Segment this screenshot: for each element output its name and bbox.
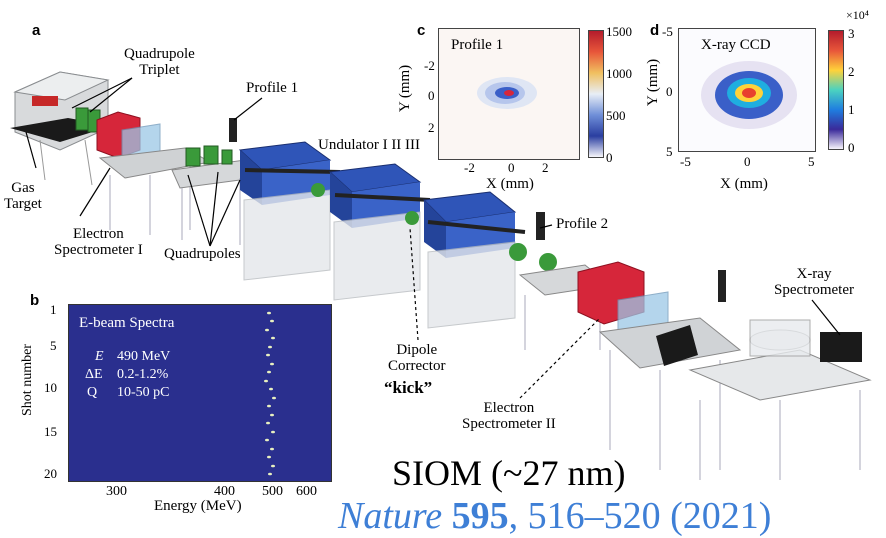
b-ytick: 1 (50, 302, 57, 317)
b-ytick: 20 (44, 466, 57, 481)
c-cbar-tick: 0 (606, 150, 613, 165)
label-undulator: Undulator I II III (318, 137, 421, 153)
d-cbar-tick: 1 (848, 102, 855, 117)
c-cbar-tick: 1000 (606, 66, 632, 81)
quadrupole-triplet (75, 107, 101, 133)
d-xtick: 0 (744, 154, 751, 169)
spectra-de-value: 0.2-1.2% (117, 367, 169, 382)
spectra-title: E-beam Spectra (79, 315, 175, 331)
xray-spectrometer (688, 270, 872, 480)
electron-spectrometer-1 (96, 111, 212, 235)
panel-letter-c: c (417, 22, 426, 39)
spectra-q-symbol: Q (87, 385, 98, 400)
c-colorbar (588, 30, 604, 158)
label-profile-1: Profile 1 (246, 80, 299, 96)
c-cbar-tick: 500 (606, 108, 626, 123)
electron-spectrometer-2 (577, 261, 742, 470)
undulator-2 (311, 163, 431, 301)
panel-letter-a: a (32, 22, 41, 39)
xray-ccd-title: X-ray CCD (701, 37, 771, 53)
d-xtick: 5 (808, 154, 815, 169)
b-ylabel: Shot number (19, 344, 35, 416)
d-cbar-tick: 0 (848, 140, 855, 155)
b-xtick: 600 (296, 484, 317, 499)
c-ytick: 2 (428, 120, 435, 135)
d-cbar-tick: 3 (848, 26, 855, 41)
b-xtick: 400 (214, 484, 235, 499)
undulator-1 (238, 141, 341, 281)
d-ylabel: Y (mm) (645, 58, 662, 107)
d-ytick: -5 (662, 24, 673, 39)
b-ytick: 5 (50, 338, 57, 353)
profile1-plot: Profile 1 (438, 28, 580, 160)
citation: Nature 595, 516–520 (2021) (338, 494, 771, 538)
d-ytick: 0 (666, 84, 673, 99)
d-cbar-tick: 2 (848, 64, 855, 79)
d-colorbar (828, 30, 844, 150)
siom-caption: SIOM (~27 nm) (392, 453, 626, 493)
label-quadrupoles: Quadrupoles (164, 246, 241, 262)
xray-ccd-heatmap (701, 61, 797, 129)
citation-pages: , 516–520 (2021) (508, 495, 772, 537)
panel-letter-b: b (30, 292, 40, 309)
c-xtick: 2 (542, 160, 549, 175)
c-xtick: 0 (508, 160, 515, 175)
profile1-heatmap (477, 77, 537, 109)
leader-lines (25, 77, 841, 399)
c-ylabel: Y (mm) (397, 64, 414, 113)
citation-volume: 595 (451, 495, 509, 537)
citation-journal: Nature (338, 495, 443, 537)
panel-letter-d: d (650, 22, 660, 39)
xray-ccd-plot: X-ray CCD (678, 28, 816, 152)
c-xlabel: X (mm) (486, 176, 534, 192)
spectra-e-value: 490 MeV (117, 349, 171, 364)
d-xtick: -5 (680, 154, 691, 169)
d-cbar-exponent: ×10⁴ (846, 8, 869, 22)
spectra-q-value: 10-50 pC (117, 385, 170, 400)
undulator-3 (405, 191, 557, 329)
c-ytick: -2 (424, 58, 435, 73)
label-kick: “kick” (384, 378, 433, 397)
b-xtick: 500 (262, 484, 283, 499)
c-ytick: 0 (428, 88, 435, 103)
c-cbar-tick: 1500 (606, 24, 632, 39)
b-xlabel: Energy (MeV) (154, 498, 242, 514)
label-profile-2: Profile 2 (556, 216, 609, 232)
d-ytick: 5 (666, 144, 673, 159)
profile1-title: Profile 1 (451, 37, 504, 53)
beamline-illustration (10, 71, 872, 480)
c-xtick: -2 (464, 160, 475, 175)
b-ytick: 15 (44, 424, 57, 439)
b-xtick: 300 (106, 484, 127, 499)
d-xlabel: X (mm) (720, 176, 768, 192)
spectra-e-symbol: E (95, 349, 104, 364)
spectra-de-symbol: ΔE (85, 367, 103, 382)
e-beam-spectra-plot: E-beam Spectra E 490 MeV ΔE 0.2-1.2% Q 1… (68, 304, 332, 482)
e-beam-spectra-image (264, 311, 276, 476)
b-ytick: 10 (44, 380, 57, 395)
